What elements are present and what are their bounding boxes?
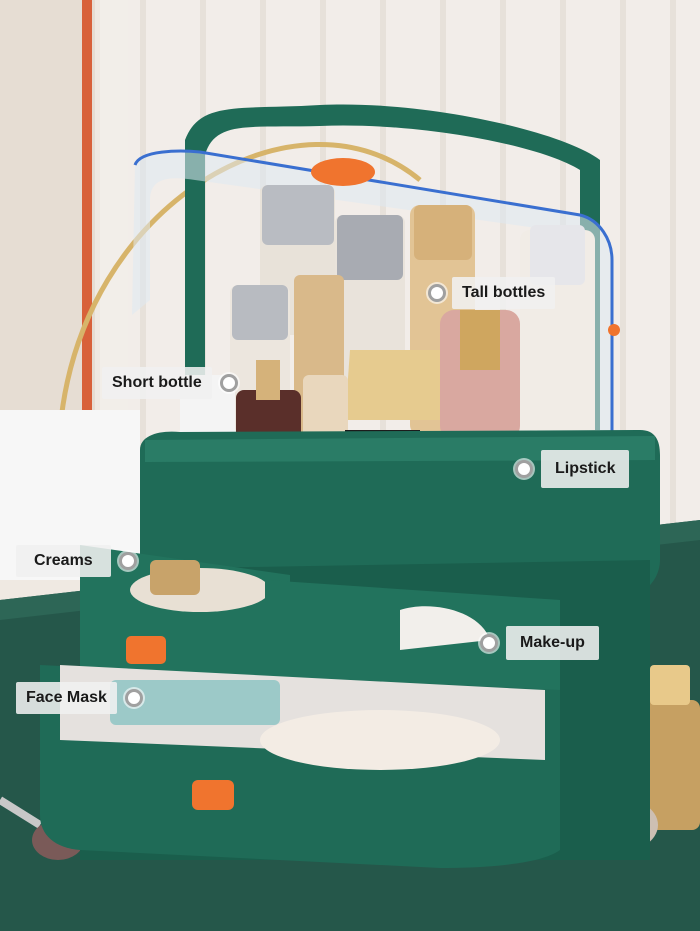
callout-dot	[118, 552, 137, 570]
callout-dot	[219, 374, 238, 392]
drawer-handle	[192, 780, 234, 810]
callout-face-mask: Face Mask	[16, 682, 143, 714]
label-short-bottle: Short bottle	[102, 367, 212, 399]
callout-dot	[480, 634, 498, 652]
callout-lipstick: Lipstick	[515, 450, 630, 488]
lower-drawer	[40, 665, 560, 868]
label-creams: Creams	[16, 545, 111, 577]
organizer	[40, 104, 660, 868]
callout-dot	[515, 460, 533, 478]
label-face-mask: Face Mask	[16, 682, 117, 714]
drawer-handle	[126, 636, 166, 664]
label-tall-bottles: Tall bottles	[452, 277, 556, 309]
bottles	[180, 185, 595, 480]
callout-make-up: Make-up	[480, 626, 599, 660]
label-lipstick: Lipstick	[541, 450, 630, 488]
callout-tall-bottles: Tall bottles	[428, 277, 556, 309]
callout-short-bottle: Short bottle	[102, 367, 238, 399]
callout-creams: Creams	[16, 545, 137, 577]
label-make-up: Make-up	[506, 626, 599, 660]
callout-dot	[428, 284, 446, 302]
callout-dot	[124, 689, 143, 707]
perfume-bottle	[640, 665, 700, 830]
